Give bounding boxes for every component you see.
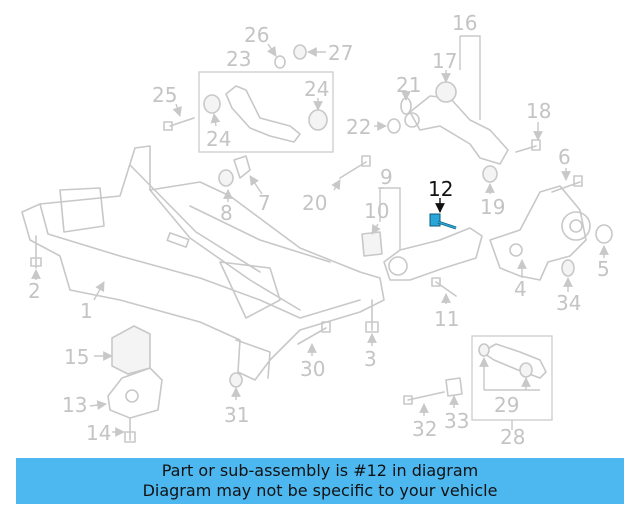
callout-15: 15 — [64, 345, 89, 369]
callout-10: 10 — [364, 199, 389, 223]
bolt-part-30 — [297, 321, 331, 345]
callout-20: 20 — [302, 191, 327, 215]
callout-5: 5 — [597, 257, 610, 281]
callout-1: 1 — [80, 299, 93, 323]
callout-23: 23 — [226, 47, 251, 71]
callout-28: 28 — [500, 425, 525, 449]
callout-17: 17 — [432, 49, 457, 73]
callout-13: 13 — [62, 393, 87, 417]
callout-21: 21 — [396, 73, 421, 97]
bracket-part-7 — [233, 155, 251, 179]
callout-11: 11 — [434, 307, 459, 331]
bolt-part-2 — [30, 235, 42, 269]
mount-part-13 — [107, 367, 163, 419]
callout-30: 30 — [300, 357, 325, 381]
callout-27: 27 — [328, 41, 353, 65]
washer-part-33 — [445, 377, 463, 397]
nut-part-27 — [293, 44, 307, 60]
callout-34: 34 — [556, 291, 581, 315]
bolt-part-32 — [403, 391, 445, 405]
banner-line-2: Diagram may not be specific to your vehi… — [142, 481, 498, 500]
washer-part-26 — [274, 55, 286, 69]
callout-24-right: 24 — [304, 77, 329, 101]
callout-12-highlighted: 12 — [428, 177, 453, 201]
callout-25: 25 — [152, 83, 177, 107]
callout-31: 31 — [224, 403, 249, 427]
callout-9: 9 — [380, 165, 393, 189]
callout-16: 16 — [452, 11, 477, 35]
damper-part-15 — [111, 325, 151, 375]
callout-6: 6 — [558, 145, 571, 169]
callout-29: 29 — [494, 393, 519, 417]
info-banner: Part or sub-assembly is #12 in diagram D… — [16, 458, 624, 504]
callout-18: 18 — [526, 99, 551, 123]
bolt-part-12-highlighted — [429, 213, 457, 230]
bolt-part-25 — [163, 117, 195, 131]
upper-arm-part-16 — [404, 81, 509, 165]
callout-19: 19 — [480, 195, 505, 219]
bolt-part-6 — [551, 175, 583, 193]
callout-33: 33 — [444, 409, 469, 433]
bushing-part-21 — [400, 97, 412, 115]
bushing-part-8 — [218, 169, 234, 187]
bushing-part-19 — [482, 165, 498, 183]
bushing-part-22 — [387, 118, 401, 134]
bolt-part-18 — [515, 139, 541, 153]
banner-line-1: Part or sub-assembly is #12 in diagram — [161, 461, 479, 480]
bushing-part-34 — [561, 259, 575, 277]
callout-2: 2 — [28, 279, 41, 303]
bolt-part-11 — [431, 277, 457, 297]
leader-lines — [31, 35, 609, 437]
bushing-part-31 — [229, 372, 243, 388]
knuckle-part-4 — [489, 185, 591, 281]
callout-24-left: 24 — [206, 127, 231, 151]
callout-32: 32 — [412, 417, 437, 441]
callout-26: 26 — [244, 23, 269, 47]
callout-labels: 1 2 3 4 5 6 7 8 9 10 11 12 13 14 15 16 1… — [28, 11, 610, 449]
arm-part-23 — [198, 71, 334, 153]
lower-arm-part-9 — [361, 227, 483, 281]
bolt-part-3 — [365, 299, 379, 333]
callout-7: 7 — [258, 191, 271, 215]
bolt-part-14 — [124, 417, 136, 443]
callout-22: 22 — [346, 115, 371, 139]
callout-4: 4 — [514, 277, 527, 301]
bushing-part-5 — [595, 224, 613, 244]
callout-14: 14 — [86, 421, 111, 445]
callout-3: 3 — [364, 347, 377, 371]
callout-8: 8 — [220, 201, 233, 225]
bolt-part-20 — [339, 155, 371, 179]
